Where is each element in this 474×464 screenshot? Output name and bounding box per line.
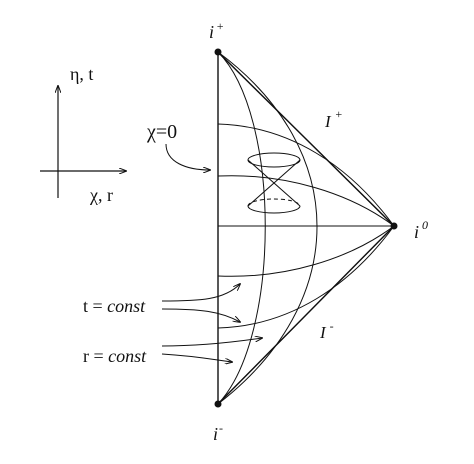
line-to-spatial-infinity	[217, 225, 395, 405]
t-const-arrow-upper	[161, 284, 240, 302]
r-const-curve	[217, 51, 266, 405]
cone-edge	[247, 159, 301, 207]
axes-indicator	[40, 86, 126, 198]
t-const-curves	[217, 123, 395, 329]
r-const-label: r = const	[83, 346, 147, 366]
i-plus-label: i+	[209, 19, 224, 42]
past-cone-rim-back	[247, 198, 301, 207]
chi-zero-label: χ=0	[146, 121, 177, 143]
r-const-arrow-lower	[161, 353, 232, 362]
t-const-arrow-lower	[161, 308, 240, 322]
chi-zero-arrow	[165, 143, 210, 170]
r-const-curves	[217, 51, 318, 405]
future-timelike-infinity-point	[214, 48, 222, 56]
future-cone-rim	[247, 152, 301, 168]
past-timelike-infinity-point	[214, 400, 222, 408]
t-const-label: t = const	[83, 296, 146, 316]
past-null-infinity-label: I-	[319, 319, 334, 342]
diagram-outline	[217, 51, 395, 405]
i-minus-label: i-	[213, 421, 223, 444]
axis-label-chi-r: χ, r	[89, 185, 113, 205]
t-const-curve	[217, 225, 395, 329]
t-const-curve	[217, 225, 395, 277]
line-to-spatial-infinity	[217, 51, 395, 227]
axis-label-eta-t: η, t	[70, 64, 93, 84]
null-lines	[217, 51, 395, 405]
future-null-infinity-label: I+	[324, 107, 343, 131]
r-const-arrow-upper	[161, 338, 262, 347]
light-cone	[247, 152, 301, 214]
r-const-curve	[217, 51, 318, 405]
past-cone-rim-front	[247, 205, 301, 214]
t-const-curve	[217, 175, 395, 227]
spatial-infinity-point	[390, 222, 398, 230]
t-const-curve	[217, 123, 395, 227]
